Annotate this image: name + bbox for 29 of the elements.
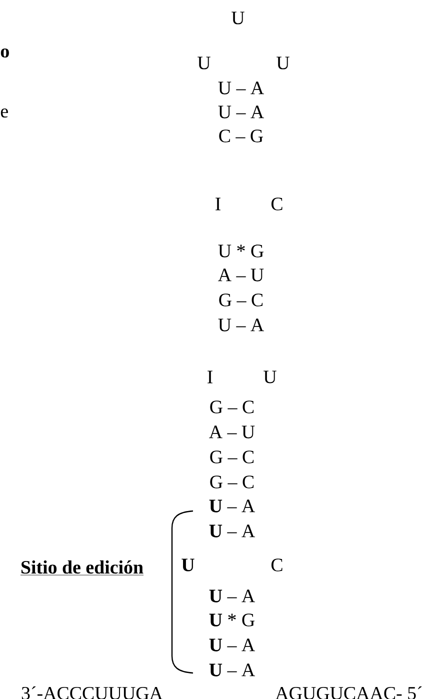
base-pair: C – G [219,130,264,142]
base-pair: G – C [210,400,254,414]
nucleotide: C [271,198,282,210]
nucleotide: C [271,558,282,572]
base-pair: U* G [209,614,255,626]
base-pair: U – A [218,318,264,332]
base-pair: G – C [219,294,263,306]
base-pair: U – A [209,664,255,676]
base-pair: U – A [209,638,255,652]
annotation-label: Sitio de edición [20,560,144,576]
nucleotide: U [198,56,210,70]
nucleotide: I [216,198,220,210]
base-pair: U – A [209,500,255,512]
base-pair: A – U [209,426,255,438]
base-pair: U – A [218,82,264,94]
nucleotide: I [208,370,212,384]
text-fragment: e [0,108,8,118]
nucleotide: U [264,370,276,384]
nucleotide: U [232,12,244,24]
base-pair: U – A [209,524,255,538]
base-pair: U * G [218,244,264,258]
base-pair: G – C [210,450,254,464]
text-fragment: o [0,48,9,58]
nucleotide: U [182,558,194,572]
nucleotide: U [276,56,290,70]
base-pair: G – C [210,476,254,488]
base-pair: U – A [218,106,264,118]
base-pair: U – A [209,590,255,602]
base-pair: A – U [218,268,264,282]
